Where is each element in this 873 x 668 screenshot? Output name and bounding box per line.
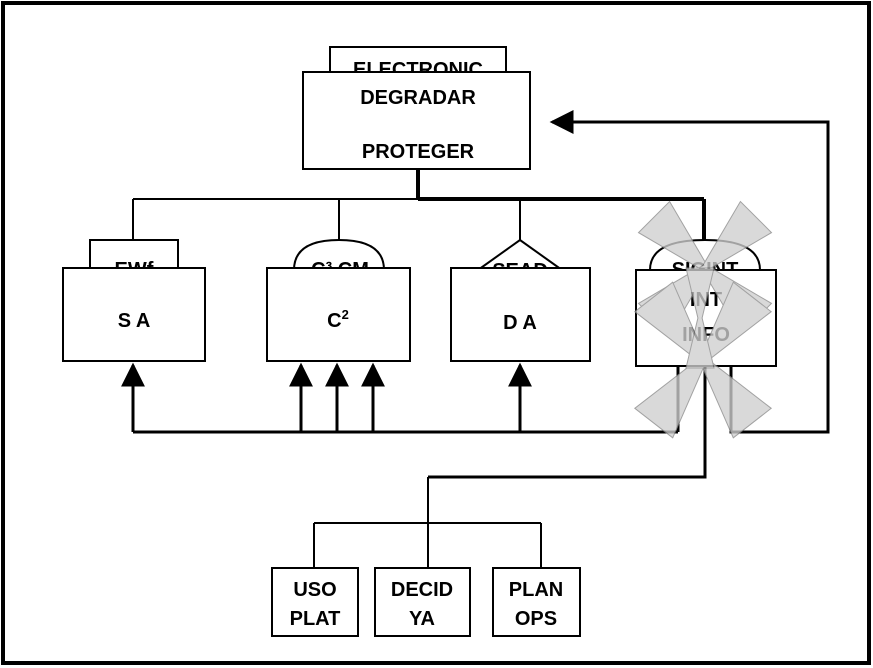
plan-label: PLAN bbox=[509, 579, 563, 601]
da-label: D A bbox=[503, 312, 537, 334]
ya-label: YA bbox=[409, 608, 435, 630]
decid-label: DECID bbox=[391, 579, 453, 601]
ops-label: OPS bbox=[515, 608, 557, 630]
box-plan-ops: PLAN OPS bbox=[493, 568, 580, 636]
top-block: ELECTRONIC DEGRADAR PROTEGER bbox=[303, 47, 530, 169]
box-decid-ya: DECID YA bbox=[375, 568, 470, 636]
sa-label: S A bbox=[118, 310, 151, 332]
degradar-label: DEGRADAR bbox=[360, 87, 476, 109]
proteger-label: PROTEGER bbox=[362, 141, 475, 163]
plat-label: PLAT bbox=[290, 608, 341, 630]
box-uso-plat: USO PLAT bbox=[272, 568, 358, 636]
uso-label: USO bbox=[293, 579, 336, 601]
